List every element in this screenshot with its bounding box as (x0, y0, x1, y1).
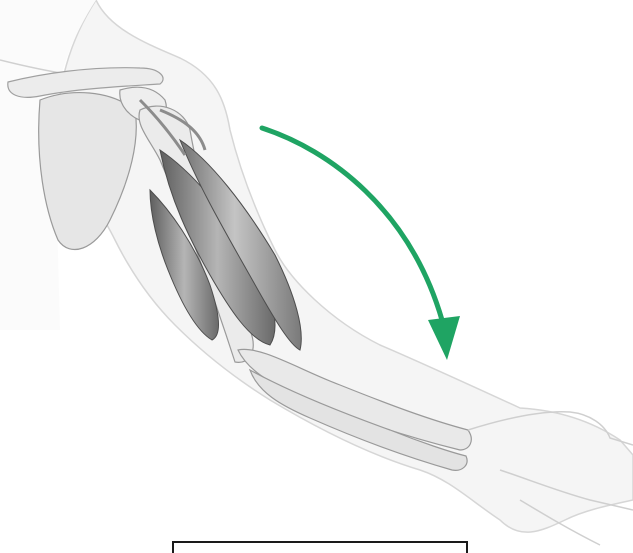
label-box (172, 541, 468, 553)
